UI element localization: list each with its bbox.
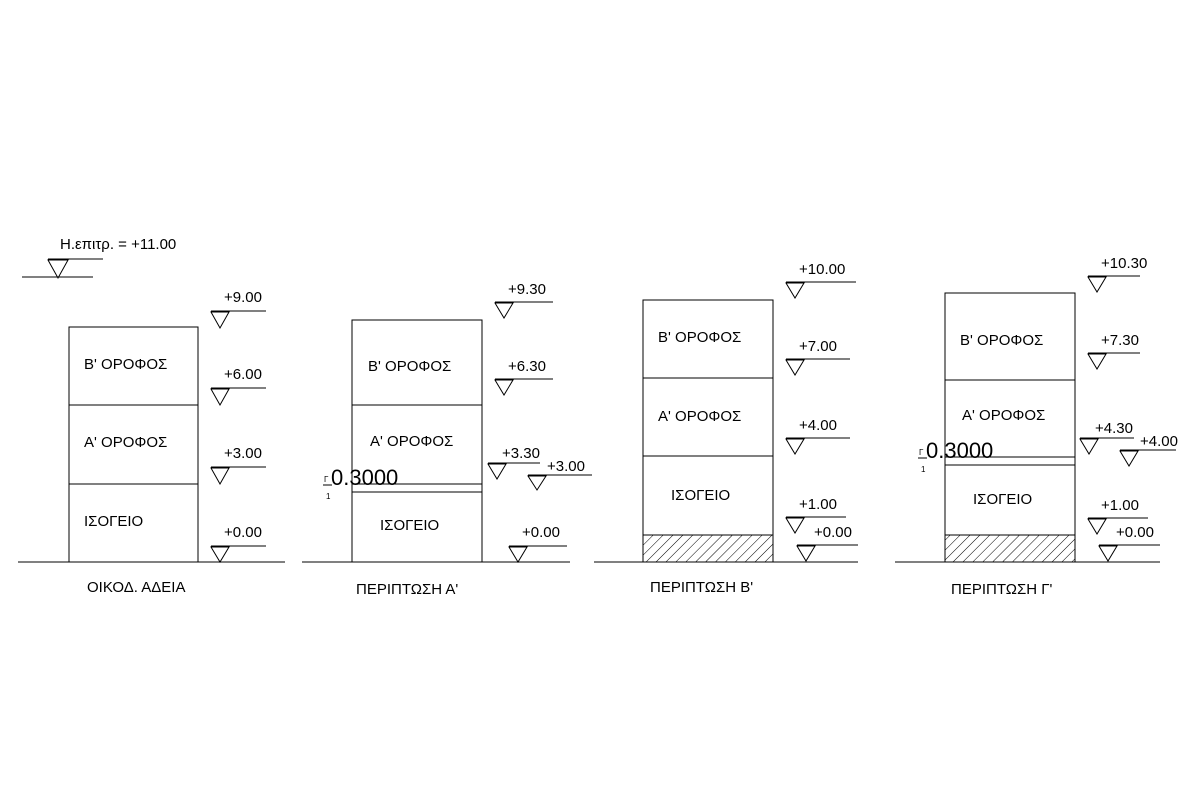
floor-label-ground: ΙΣΟΓΕΙΟ [380,517,439,534]
level-value: +3.00 [547,458,585,475]
level-marker: +0.00 [1098,524,1160,562]
level-value: +6.30 [508,358,546,375]
basement-hatch [642,534,774,563]
level-marker: +9.00 [210,289,266,330]
level-value: +7.30 [1101,332,1139,349]
floor-label-first: Α' ΟΡΟΦΟΣ [370,433,453,450]
level-value: +0.00 [1116,524,1154,541]
floor-label-ground: ΙΣΟΓΕΙΟ [671,487,730,504]
level-marker: +0.00 [508,524,567,563]
building-outline [642,299,774,563]
level-marker: +3.00 [527,458,592,491]
floor-label-second: Β' ΟΡΟΦΟΣ [658,329,741,346]
dimension-value: 0.3000 [331,465,398,490]
permitted-height-label: Η.επιτρ. = +11.00 [60,236,176,253]
level-marker: +0.00 [210,524,266,563]
level-value: +10.00 [799,261,845,278]
floor-label-second: Β' ΟΡΟΦΟΣ [84,356,167,373]
dimension-mark: Γ [324,475,329,484]
level-value: +6.00 [224,366,262,383]
level-value: +3.30 [502,445,540,462]
level-value: +0.00 [522,524,560,541]
dimension-annotation: Γ 1 0.3000 [918,438,993,474]
floor-label-first: Α' ΟΡΟΦΟΣ [658,408,741,425]
dimension-mark: 1 [921,465,926,474]
section-caption: ΠΕΡΙΠΤΩΣΗ Β' [650,579,753,596]
level-value: +9.00 [224,289,262,306]
dimension-annotation: Γ 1 0.3000 [323,465,398,501]
floor-label-first: Α' ΟΡΟΦΟΣ [84,434,167,451]
level-marker: +6.30 [494,358,553,396]
level-marker: +10.00 [785,261,856,299]
level-value: +9.30 [508,281,546,298]
level-marker: +10.30 [1087,255,1147,293]
level-marker: +1.00 [1087,497,1148,535]
level-value: +0.00 [814,524,852,541]
level-marker: +4.00 [785,417,850,455]
level-marker: +3.00 [210,445,266,486]
level-value: +1.00 [1101,497,1139,514]
level-value: +4.30 [1095,420,1133,437]
level-marker: +3.30 [487,445,540,480]
level-value: +0.00 [224,524,262,541]
floor-label-first: Α' ΟΡΟΦΟΣ [962,407,1045,424]
level-marker: +7.30 [1087,332,1140,370]
level-marker: +4.00 [1119,433,1178,467]
section-case-c: Β' ΟΡΟΦΟΣ Α' ΟΡΟΦΟΣ ΙΣΟΓΕΙΟ Γ 1 0.3000 +… [895,255,1178,598]
level-marker: +7.00 [785,338,850,376]
floor-label-ground: ΙΣΟΓΕΙΟ [84,513,143,530]
building-outline [68,326,199,563]
dimension-mark: 1 [326,492,331,501]
floor-label-ground: ΙΣΟΓΕΙΟ [973,491,1032,508]
basement-hatch [944,534,1076,563]
section-case-a: Β' ΟΡΟΦΟΣ Α' ΟΡΟΦΟΣ ΙΣΟΓΕΙΟ Γ 1 0.3000 +… [302,281,592,598]
section-caption: ΠΕΡΙΠΤΩΣΗ Α' [356,581,458,598]
section-caption: ΠΕΡΙΠΤΩΣΗ Γ' [951,581,1052,598]
level-value: +10.30 [1101,255,1147,272]
level-marker: +1.00 [785,496,846,534]
section-case-b: Β' ΟΡΟΦΟΣ Α' ΟΡΟΦΟΣ ΙΣΟΓΕΙΟ +10.00 +7.00… [594,261,858,596]
dimension-mark: Γ [919,448,924,457]
floor-label-second: Β' ΟΡΟΦΟΣ [960,332,1043,349]
level-value: +1.00 [799,496,837,513]
level-marker: +6.00 [210,366,266,407]
building-outline [944,292,1076,563]
level-value: +4.00 [1140,433,1178,450]
section-building-permit: Β' ΟΡΟΦΟΣ Α' ΟΡΟΦΟΣ ΙΣΟΓΕΙΟ +9.00 +6.00 … [18,289,285,596]
floor-label-second: Β' ΟΡΟΦΟΣ [368,358,451,375]
level-value: +3.00 [224,445,262,462]
level-marker: +9.30 [494,281,553,319]
building-outline [351,319,483,563]
permitted-height-marker: Η.επιτρ. = +11.00 [22,236,176,280]
level-value: +7.00 [799,338,837,355]
level-marker: +4.30 [1079,420,1134,455]
section-caption: ΟΙΚΟΔ. ΑΔΕΙΑ [87,579,185,596]
dimension-value: 0.3000 [926,438,993,463]
level-value: +4.00 [799,417,837,434]
level-marker: +0.00 [796,524,858,562]
